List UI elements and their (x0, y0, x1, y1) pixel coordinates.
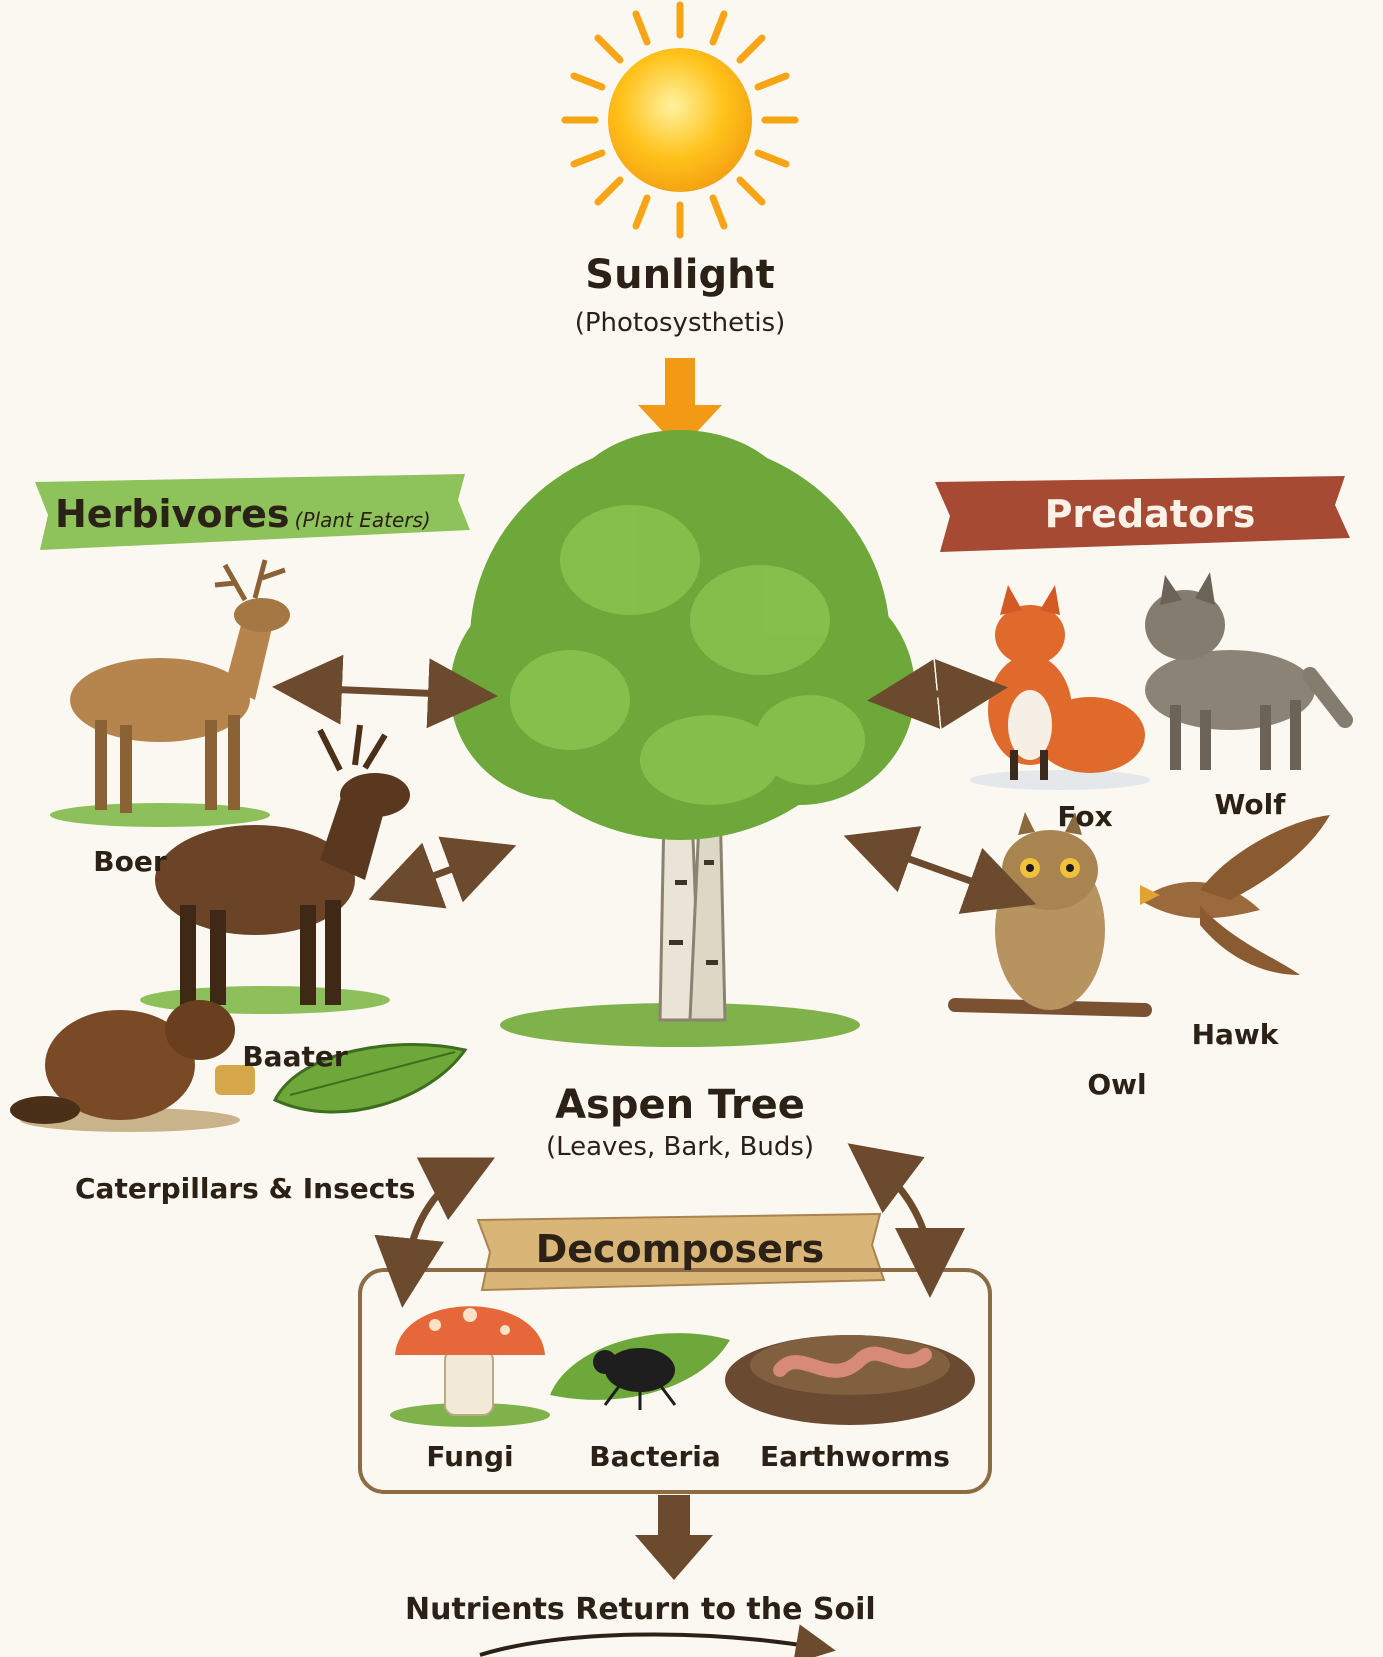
hawk-icon (1140, 815, 1330, 975)
sunlight-title: Sunlight (580, 252, 780, 298)
predator-label-fox: Fox (1040, 800, 1130, 833)
herbivore-label-caterpillars: Caterpillars & Insects (75, 1172, 395, 1205)
sun-icon (565, 5, 795, 235)
predator-label-owl: Owl (1072, 1068, 1162, 1101)
tree-subtitle: (Leaves, Bark, Buds) (515, 1132, 845, 1162)
herbivore-label-baater: Baater (235, 1040, 355, 1073)
sunlight-subtitle: (Photosysthetis) (545, 308, 815, 338)
arrow-moose-tree (395, 855, 490, 890)
owl-icon (955, 812, 1145, 1010)
mushroom-icon (390, 1306, 550, 1427)
beetle-icon (550, 1333, 730, 1410)
earthworm-icon (725, 1335, 975, 1425)
nutrient-arrow-icon (635, 1495, 713, 1580)
arrow-tree-owl (870, 845, 1010, 895)
decomposers-title: Decomposers (500, 1227, 860, 1271)
herbivore-label-boer: Boer (70, 845, 190, 878)
predator-label-hawk: Hawk (1180, 1018, 1290, 1051)
arrow-deer-tree (300, 688, 470, 695)
decomposer-label-bacteria: Bacteria (580, 1440, 730, 1473)
herbivores-banner-label: Herbivores (Plant Eaters) (55, 492, 455, 536)
aspen-tree-icon (450, 430, 915, 1047)
nutrients-label: Nutrients Return to the Soil (405, 1592, 865, 1627)
fox-icon (970, 585, 1150, 790)
deer-icon (50, 560, 290, 827)
wolf-icon (1145, 572, 1345, 770)
tree-title: Aspen Tree (540, 1082, 820, 1128)
predators-title: Predators (1000, 492, 1300, 536)
beaver-icon (10, 1000, 255, 1132)
decomposer-label-earthworms: Earthworms (755, 1440, 955, 1473)
herbivores-note: (Plant Eaters) (295, 508, 431, 532)
soil-curve-arrow (480, 1634, 820, 1655)
predator-label-wolf: Wolf (1200, 788, 1300, 821)
herbivores-title: Herbivores (55, 492, 290, 536)
decomposer-label-fungi: Fungi (410, 1440, 530, 1473)
